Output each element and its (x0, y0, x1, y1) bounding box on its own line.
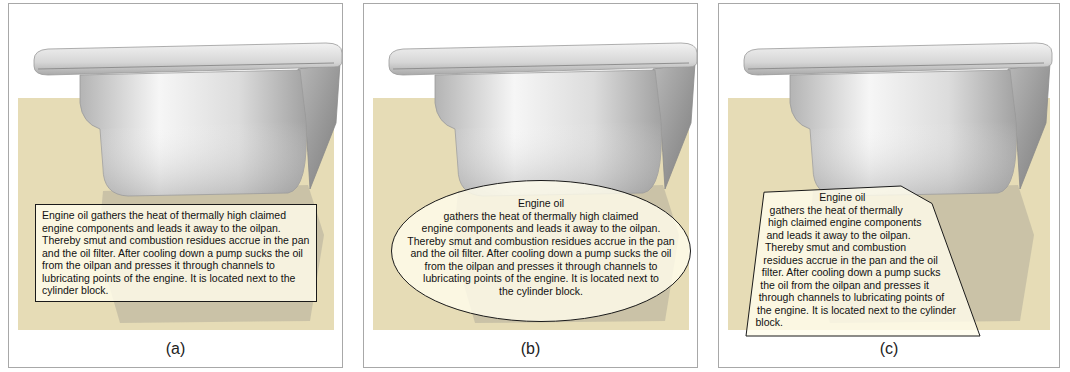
body-text: Engine oil (391, 180, 691, 210)
figure-panel: (a) Engine oil gathers the heat of therma… (8, 3, 343, 368)
oil-pan (389, 43, 697, 196)
panel-label-wrap: (c) (719, 339, 1059, 359)
panel-label: (a) (9, 339, 342, 359)
ellipse-shape (392, 181, 691, 322)
text-polygon: Engine oilgathers the heat of thermally … (746, 186, 982, 337)
panel-label: (c) (719, 339, 1059, 359)
text-ellipse: Engine oilgathers the heat of thermally … (391, 180, 691, 322)
figure-panel: (c)Engine oilgathers the heat of thermal… (718, 3, 1060, 368)
oil-pan (34, 43, 342, 196)
figure-panel: (b) Engine oilgathers the heat of thermal… (363, 3, 698, 368)
panel-label: (b) (364, 339, 697, 359)
body-text: gathers the heat of thermally high claim… (391, 210, 691, 298)
oil-pan (744, 43, 1052, 196)
body-text: Engine oil (746, 186, 982, 204)
body-text: gathers the heat of thermally high claim… (746, 204, 982, 329)
panel-label-wrap: (a) (9, 339, 342, 359)
panel-art (373, 43, 697, 330)
body-text: Engine oil gathers the heat of thermally… (42, 209, 310, 297)
panel-art (18, 43, 342, 330)
text-box: Engine oil gathers the heat of thermally… (35, 204, 317, 302)
panel-label-wrap: (b) (364, 339, 697, 359)
